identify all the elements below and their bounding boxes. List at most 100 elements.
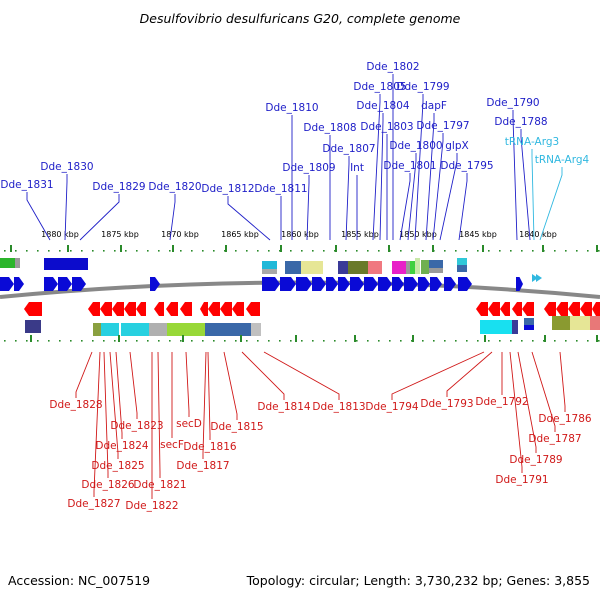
- label-leader-line: [414, 94, 424, 241]
- scale-tick: [565, 250, 567, 252]
- reverse-gene-arrow: [88, 302, 100, 316]
- genome-title: Desulfovibrio desulfuricans G20, complet…: [140, 11, 461, 26]
- gene-label: Dde_1829: [92, 181, 145, 193]
- scale-tick: [169, 250, 171, 252]
- scale-tick: [103, 250, 105, 252]
- scale-tick: [4, 250, 6, 252]
- label-leader-line: [241, 351, 285, 400]
- reverse-gene-arrow: [556, 302, 568, 316]
- scale-tick: [400, 250, 402, 252]
- scale-tick: [455, 340, 457, 342]
- forward-gene-arrow: [326, 277, 338, 291]
- label-leader-line: [531, 351, 556, 432]
- label-leader-line: [129, 351, 138, 419]
- label-leader-line: [520, 129, 531, 241]
- domain-block: [205, 323, 231, 336]
- domain-block: [457, 265, 467, 272]
- scale-tick: [92, 340, 94, 342]
- domain-block: [15, 258, 20, 268]
- label-leader-line: [185, 351, 190, 417]
- scale-tick: [158, 340, 160, 342]
- scale-tick: [488, 250, 490, 252]
- scale-tick: [235, 340, 237, 342]
- scale-major-tick: [118, 335, 120, 342]
- domain-block: [590, 316, 600, 330]
- scale-tick: [422, 340, 424, 342]
- gene-label: Dde_1793: [420, 398, 473, 410]
- scale-major-tick: [295, 335, 297, 342]
- domain-block: [368, 261, 382, 274]
- scale-major-tick: [482, 245, 484, 252]
- scale-tick: [147, 340, 149, 342]
- domain-block: [570, 316, 590, 330]
- gene-label: Dde_1791: [495, 474, 548, 486]
- forward-gene-arrow: [418, 277, 430, 291]
- scale-tick: [565, 340, 567, 342]
- scale-tick: [114, 340, 116, 342]
- reverse-gene-arrow: [100, 302, 112, 316]
- scale-tick: [301, 250, 303, 252]
- scale-tick: [510, 250, 512, 252]
- gene-label: dapF: [421, 100, 447, 112]
- label-leader-line: [223, 351, 238, 420]
- scale-tick: [356, 340, 358, 342]
- scale-tick: [554, 340, 556, 342]
- gene-label: Dde_1823: [110, 420, 163, 432]
- gene-label: Dde_1803: [360, 121, 413, 133]
- scale-tick: [37, 340, 39, 342]
- forward-gene-arrow: [58, 277, 72, 291]
- label-leader-line: [306, 175, 310, 241]
- gene-label: Dde_1811: [254, 183, 307, 195]
- domain-block: [262, 261, 277, 269]
- forward-gene-arrow: [350, 277, 364, 291]
- forward-gene-arrow: [516, 277, 523, 291]
- scale-tick: [279, 340, 281, 342]
- reverse-gene-arrow: [24, 302, 42, 316]
- scale-tick-label: 1855 kbp: [341, 230, 379, 239]
- label-leader-line: [372, 94, 381, 241]
- scale-major-tick: [354, 335, 356, 342]
- domain-block: [251, 323, 261, 336]
- forward-gene-track: [0, 274, 542, 291]
- scale-major-tick: [596, 335, 598, 342]
- forward-gene-arrow: [296, 277, 312, 291]
- domain-block: [524, 318, 534, 325]
- forward-gene-arrow: [150, 277, 160, 291]
- label-leader-line: [458, 173, 468, 241]
- gene-label: Dde_1827: [67, 498, 120, 510]
- reverse-gene-arrow: [476, 302, 488, 316]
- label-leader-line: [439, 153, 458, 241]
- scale-tick: [554, 250, 556, 252]
- gene-label: Dde_1822: [125, 500, 178, 512]
- domain-block: [512, 320, 518, 334]
- scale-tick: [466, 250, 468, 252]
- domain-block: [121, 323, 149, 336]
- bottom-scale: [4, 335, 600, 342]
- scale-tick: [499, 250, 501, 252]
- label-leader-line: [432, 133, 444, 241]
- scale-tick: [70, 250, 72, 252]
- scale-tick: [290, 250, 292, 252]
- scale-tick: [345, 250, 347, 252]
- reverse-gene-arrow: [200, 302, 208, 316]
- scale-tick: [455, 250, 457, 252]
- forward-gene-arrow: [430, 277, 442, 291]
- reverse-gene-arrow: [220, 302, 232, 316]
- scale-tick: [587, 250, 589, 252]
- scale-major-tick: [280, 245, 282, 252]
- gene-label: tRNA-Arg3: [505, 136, 559, 148]
- scale-tick: [323, 250, 325, 252]
- domain-block: [415, 258, 420, 274]
- gene-label: Dde_1787: [528, 433, 581, 445]
- scale-tick: [521, 250, 523, 252]
- reverse-gene-arrow: [522, 302, 534, 316]
- label-leader-line: [64, 174, 68, 241]
- gene-label: Dde_1824: [95, 440, 149, 452]
- gene-label: Dde_1799: [396, 81, 449, 93]
- gene-label: Dde_1788: [494, 116, 547, 128]
- label-leader-line: [517, 351, 537, 453]
- scale-tick: [147, 250, 149, 252]
- scale-major-tick: [10, 245, 12, 252]
- gene-label: Dde_1786: [538, 413, 592, 425]
- domain-block: [552, 316, 570, 330]
